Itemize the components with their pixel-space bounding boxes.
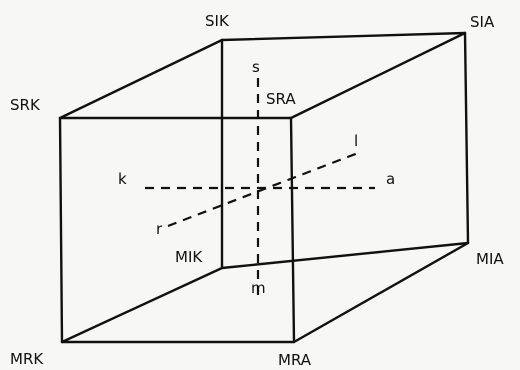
label-r: r <box>156 220 163 238</box>
edge-srk-sik <box>58 38 224 120</box>
dashed-axes <box>145 78 375 300</box>
label-a: a <box>386 170 395 188</box>
axis-labels: s m k a l r <box>118 58 395 297</box>
edge-mra-mia <box>292 241 470 344</box>
axis-r-l <box>167 151 359 228</box>
label-mik: MIK <box>175 248 203 266</box>
label-l: l <box>354 132 358 150</box>
label-srk: SRK <box>10 96 41 114</box>
label-sik: SIK <box>205 12 230 30</box>
edge-sra-sia <box>289 31 467 120</box>
edge-mrk-mik <box>60 266 224 344</box>
edge-srk-mrk <box>58 116 64 344</box>
label-sia: SIA <box>470 13 495 31</box>
edge-sik-sia <box>220 31 467 42</box>
label-mia: MIA <box>476 250 504 268</box>
label-k: k <box>118 170 127 188</box>
depth-edges <box>58 31 470 344</box>
label-mra: MRA <box>278 351 312 369</box>
back-face <box>220 31 470 270</box>
label-m: m <box>251 279 266 297</box>
edge-mik-mia <box>220 241 470 270</box>
label-mrk: MRK <box>10 350 44 368</box>
label-s: s <box>252 58 260 76</box>
label-sra: SRA <box>266 90 296 108</box>
edge-sra-mra <box>289 116 296 344</box>
edge-sia-mia <box>463 31 470 245</box>
vertex-labels: SIK SIA SRK SRA MIK MIA MRK MRA <box>10 12 504 369</box>
front-face <box>58 116 296 344</box>
